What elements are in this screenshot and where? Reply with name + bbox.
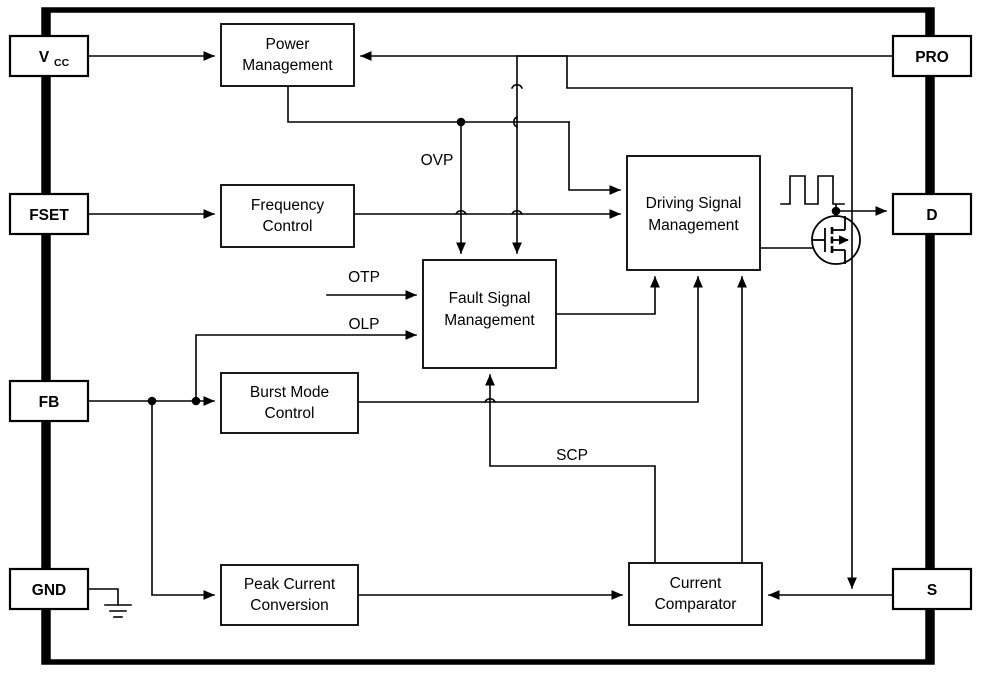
pin-d[interactable]: D <box>891 192 973 236</box>
block-label-line1: Frequency <box>251 197 324 214</box>
pin-label-d: D <box>926 207 937 224</box>
pin-vcc[interactable]: V CC <box>8 34 90 78</box>
pin-label-gnd: GND <box>32 582 66 599</box>
signal-label-olp-text: OLP <box>348 316 379 333</box>
pin-label-s: S <box>927 582 937 599</box>
block-label-line1: Power <box>266 36 310 53</box>
block-label-line2: Management <box>242 57 333 74</box>
block-label-line1: Burst Mode <box>250 384 329 401</box>
wires <box>87 51 928 612</box>
pin-label-fb: FB <box>39 394 60 411</box>
wire-gnd-to-ground-symbol <box>87 588 119 606</box>
wire-mosfet-source-to-s-rail <box>836 264 928 612</box>
block-burst-mode-control[interactable]: Burst Mode Control <box>220 372 359 434</box>
ic-outline <box>41 7 935 665</box>
wire-scp-to-fault-signal-management <box>485 374 656 564</box>
block-driving-signal-management[interactable]: Driving Signal Management <box>626 155 761 271</box>
signal-label-ovp: OVP <box>421 152 454 169</box>
block-label-line2: Control <box>263 218 313 235</box>
wire-olp-to-fault-signal-management <box>195 330 417 402</box>
wire-fault-signal-to-driving-signal <box>555 276 660 315</box>
block-frequency-control[interactable]: Frequency Control <box>220 184 355 248</box>
signal-label-olp: OLP <box>348 316 379 333</box>
signal-label-otp: OTP <box>348 269 380 286</box>
signal-label-otp-text: OTP <box>348 269 380 286</box>
block-label-line2: Conversion <box>250 597 328 614</box>
block-label-line1: Fault Signal <box>449 290 531 307</box>
pin-fb[interactable]: FB <box>8 379 90 423</box>
mosfet-symbol <box>811 215 861 265</box>
signal-label-scp: SCP <box>556 447 588 464</box>
signal-label-scp-text: SCP <box>556 447 588 464</box>
block-power-management[interactable]: Power Management <box>220 23 355 87</box>
wire-fb-to-peak-current-conversion <box>151 400 215 600</box>
block-label-line2: Management <box>444 312 535 329</box>
wire-feedback-to-power-management <box>360 51 853 89</box>
ground-symbol <box>104 604 132 618</box>
pin-label-vcc-subscript: CC <box>54 57 70 69</box>
block-label-line1: Peak Current <box>244 576 336 593</box>
pulse-waveform-icon <box>780 175 845 205</box>
pin-pro[interactable]: PRO <box>891 34 973 78</box>
hop-517-at-88 <box>510 84 524 90</box>
pin-fset[interactable]: FSET <box>8 192 90 236</box>
block-label-line1: Driving Signal <box>646 195 742 212</box>
pin-s[interactable]: S <box>891 567 973 611</box>
block-current-comparator[interactable]: Current Comparator <box>628 562 763 626</box>
wire-power-management-output <box>287 85 570 123</box>
wire-to-driving-signal-input-1 <box>568 121 621 195</box>
pin-gnd[interactable]: GND <box>8 567 90 611</box>
wire-burst-mode-to-driving-signal <box>357 276 703 403</box>
pin-label-vcc: V <box>39 49 50 66</box>
block-label-line2: Comparator <box>655 596 737 613</box>
block-fault-signal-management[interactable]: Fault Signal Management <box>422 259 557 369</box>
block-label-line2: Management <box>648 217 739 234</box>
block-label-line2: Control <box>265 405 315 422</box>
block-peak-current-conversion[interactable]: Peak Current Conversion <box>220 564 359 626</box>
block-label-line1: Current <box>670 575 722 592</box>
pin-label-fset: FSET <box>29 207 69 224</box>
signal-label-ovp-text: OVP <box>421 152 454 169</box>
pin-label-pro: PRO <box>915 49 949 66</box>
